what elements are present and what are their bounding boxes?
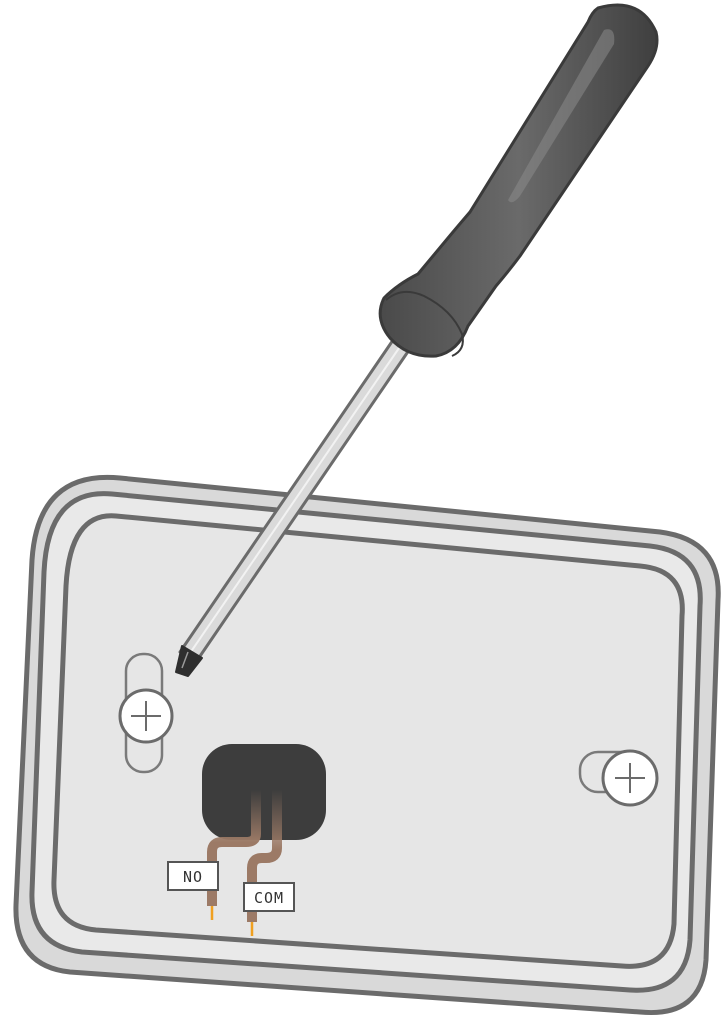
screwdriver-handle [380, 5, 657, 356]
wire-label-com-text: COM [254, 889, 284, 907]
mounting-plate-icon [16, 477, 718, 1012]
wire-opening [202, 744, 326, 840]
wire-label-com: COM [244, 883, 294, 911]
wire-label-no-text: NO [183, 868, 203, 886]
wire-label-no: NO [168, 862, 218, 890]
